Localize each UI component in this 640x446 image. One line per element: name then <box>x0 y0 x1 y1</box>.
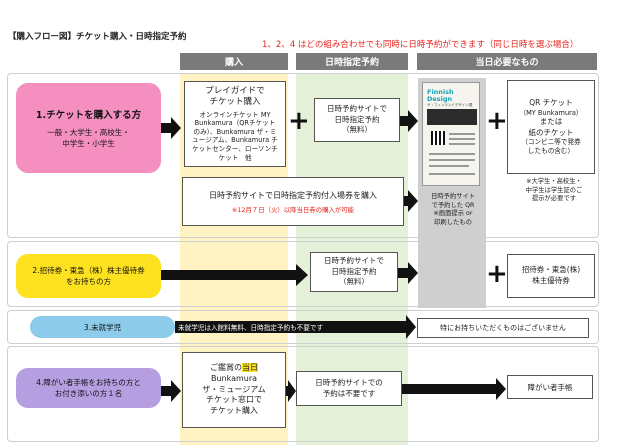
poster-text-line <box>449 138 475 140</box>
date-reservation-box: 日時予約サイトで 日時指定予約 （無料） <box>314 98 400 142</box>
page-title: 【購入フロー図】チケット購入・日時指定予約 <box>8 32 187 42</box>
arrow-r4-to-date <box>286 380 296 402</box>
ticket-buyers-label: 1.チケットを購入する方 一般・大学生・高校生・ 中学生・小学生 <box>16 83 161 173</box>
student-id-note: ※大学生・高校生・ 中学生は学生証のご 提示が必要です <box>525 178 583 202</box>
qr-reservation-note: 日時予約サイト で予約した QR ※画面提示 or 印刷したもの <box>430 193 476 226</box>
arrow-r1-to-playguide <box>161 117 181 139</box>
needed-column-header: 当日必要なもの <box>417 53 597 70</box>
disability-holders-label: 4.障がい者手帳をお持ちの方と お付き添いの方１名 <box>16 368 161 408</box>
section-preschool <box>7 310 599 344</box>
date-ticket-purchase-box: 日時予約サイトで日時指定予約付入場券を購入 ※12月７日（火）以降当日券の購入が… <box>182 177 404 226</box>
poster-text-line <box>429 159 475 161</box>
qr-code-icon <box>431 131 445 145</box>
arrow-r4-to-bunka <box>161 380 181 402</box>
plus-icon: + <box>288 106 310 136</box>
exhibition-poster: Finnish Design ザ・フィンランドデザイン展 <box>422 82 480 186</box>
invitation-holders-label: 2.招待券・東急（株）株主優待券 をお持ちの方 <box>16 254 161 298</box>
invitation-ticket-box: 招待券・東急(株) 株主優待券 <box>507 254 595 298</box>
poster-subtitle: ザ・フィンランドデザイン展 <box>427 103 473 107</box>
arrow-wide-to-qr <box>404 190 418 212</box>
section-disability <box>7 346 599 442</box>
disability-certificate-box: 障がい者手帳 <box>507 375 593 399</box>
section-invitation <box>7 241 599 307</box>
date-column-header: 日時指定予約 <box>296 53 408 70</box>
nothing-needed-box: 特にお持ちいただくものはございません <box>417 318 589 338</box>
poster-text-line <box>429 165 469 167</box>
plus-icon: + <box>486 259 508 289</box>
arrow-r1-date-to-qr <box>400 110 418 132</box>
qr-or-paper-ticket-box: QR チケット （MY Bunkamura） または 紙のチケット （コンビニ等… <box>507 80 595 174</box>
no-reservation-box: 日時予約サイトでの 予約は不要です <box>296 371 402 406</box>
combination-note: 1、2、4 はどの組み合わせでも同時に日時予約ができます（同じ日時を選ぶ場合） <box>262 40 579 50</box>
arrow-r3 <box>175 315 416 339</box>
plus-icon: + <box>486 106 508 136</box>
date-reservation-box-2: 日時予約サイトで 日時指定予約 （無料） <box>310 252 398 292</box>
poster-text-line <box>449 143 475 145</box>
arrow-r4-to-need <box>402 378 506 400</box>
section-ticket-buyers <box>7 73 599 238</box>
purchase-column-header: 購入 <box>180 53 288 70</box>
poster-title: Finnish Design <box>427 88 454 104</box>
preschool-free-text: 未就学児は入館料無料、日時指定予約も不要です <box>178 324 324 332</box>
arrow-r2 <box>161 264 308 286</box>
poster-text-line <box>449 133 475 135</box>
poster-text-line <box>429 173 475 175</box>
arrow-r2-to-qr <box>398 262 418 284</box>
poster-text-line <box>429 153 475 155</box>
bunkamura-counter-box: ご鑑賞の当日 Bunkamura ザ・ミュージアム チケット窓口で チケット購入 <box>182 352 286 428</box>
preschool-label: 3.未就学児 <box>30 316 175 338</box>
poster-image <box>427 109 477 125</box>
playguide-purchase-box: プレイガイドで チケット購入 オンラインチケット MY Bunkamura（QR… <box>184 81 286 167</box>
